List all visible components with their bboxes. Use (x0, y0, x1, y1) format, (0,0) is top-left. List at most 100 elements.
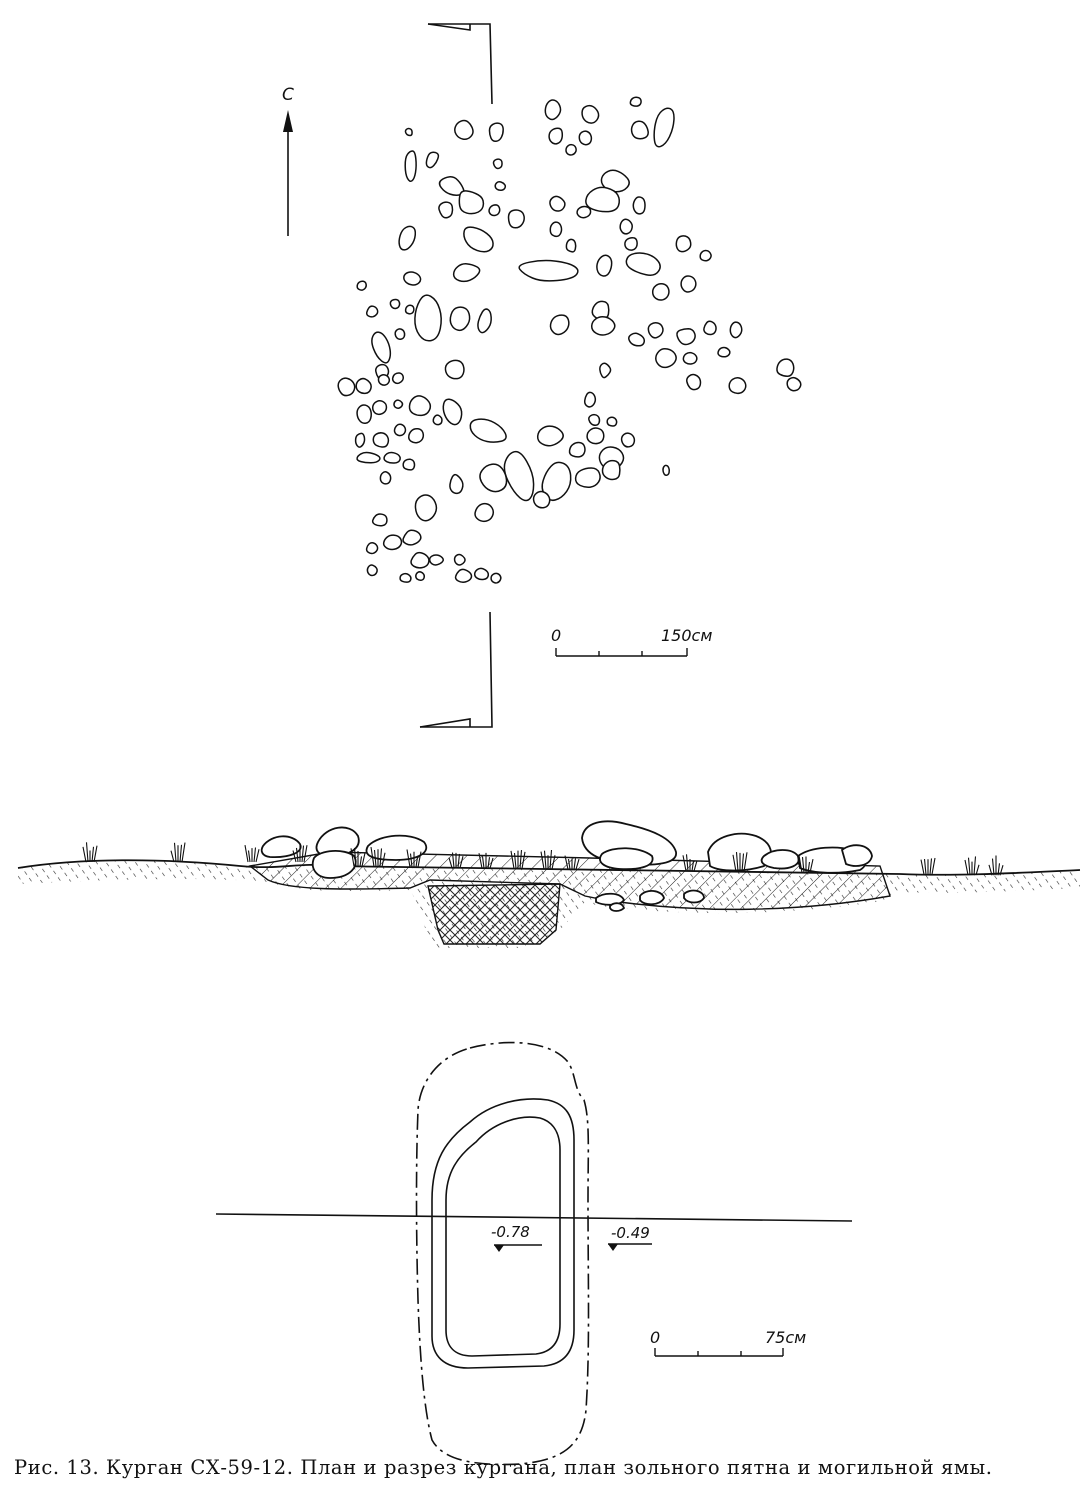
stone (549, 221, 563, 238)
grass-tuft (988, 855, 1004, 876)
section-line (215, 1213, 853, 1222)
stone (532, 490, 551, 509)
stone (492, 158, 503, 170)
stone (393, 423, 407, 437)
stone (407, 427, 425, 444)
pit-outer-line (431, 1098, 575, 1369)
stone (449, 473, 464, 495)
ash-spot-outline (415, 1041, 590, 1466)
stone (536, 425, 564, 447)
stone (490, 572, 502, 584)
stone (565, 238, 577, 253)
stone (377, 374, 391, 386)
grass-tuft (920, 857, 936, 875)
scale-bar-75 (654, 1348, 784, 1357)
scale-bar-150 (555, 648, 688, 657)
stone (565, 143, 577, 156)
stone (372, 432, 390, 448)
grass-tuft (170, 842, 186, 863)
north-label: С (282, 85, 294, 105)
stone (682, 351, 698, 365)
stone (549, 195, 566, 212)
stone (647, 321, 664, 339)
stone (444, 359, 465, 380)
stone (414, 494, 438, 522)
stone (578, 130, 593, 146)
stone (454, 119, 474, 141)
stone (404, 150, 417, 182)
stone (586, 427, 605, 445)
stone (574, 467, 601, 489)
scale-bottom-zero: 0 (650, 1328, 660, 1347)
section-stones (260, 820, 873, 912)
stone (356, 280, 367, 291)
stone (428, 554, 444, 566)
stone (365, 542, 379, 555)
scale-top-end: 150см (661, 626, 712, 645)
stone (680, 275, 697, 293)
stone (399, 572, 412, 583)
stone (503, 450, 535, 502)
stone (398, 225, 417, 251)
section-marker-bottom (419, 611, 493, 728)
grass-tuft (732, 852, 748, 872)
stone (402, 458, 416, 471)
stone (438, 176, 465, 196)
stone (458, 190, 485, 215)
stone (632, 196, 646, 215)
stone (408, 395, 432, 417)
stone (442, 398, 463, 426)
grass-tuft (406, 849, 422, 868)
stone (549, 314, 570, 336)
stone (494, 180, 507, 191)
level-pit-label: -0.78 (491, 1223, 530, 1241)
pit-inner-line (445, 1116, 561, 1357)
stone (675, 235, 692, 253)
kurgan-section (17, 820, 1081, 948)
stone (371, 400, 388, 416)
stone-cluster (337, 96, 802, 584)
grass-tuft (564, 855, 580, 870)
grass-tuft (478, 852, 494, 869)
stone (355, 377, 372, 395)
grass-tuft (292, 844, 308, 863)
stone (676, 327, 696, 346)
stone (425, 151, 440, 169)
stone (653, 107, 675, 148)
stone (601, 459, 621, 481)
grass-tuft (798, 855, 814, 873)
stone (337, 377, 356, 397)
stone (620, 432, 636, 448)
stone (394, 328, 406, 341)
level-mark-outer (608, 1243, 652, 1251)
stone (599, 362, 612, 379)
stone (474, 502, 495, 523)
grave-plan: -0.78 -0.49 0 75см (215, 1041, 853, 1466)
stone (479, 463, 508, 493)
stone (438, 201, 454, 219)
grass-tuft (370, 847, 386, 867)
kurgan-plan: С 0 150см (282, 23, 802, 728)
section-marker-top (427, 23, 493, 105)
stone (356, 451, 381, 464)
stone (403, 271, 422, 286)
stone (404, 127, 413, 137)
stone (354, 432, 366, 448)
stone (699, 249, 712, 262)
level-mark-pit (494, 1244, 542, 1252)
scale-top-zero: 0 (551, 626, 561, 645)
stone (625, 252, 661, 276)
north-arrow-icon (283, 110, 293, 236)
stone (454, 568, 473, 583)
stone (518, 259, 579, 282)
stone (383, 451, 401, 464)
stone (473, 567, 490, 581)
grass-tuft (244, 845, 260, 863)
ground-line (17, 859, 1081, 876)
stone (729, 321, 743, 339)
stone (576, 205, 592, 219)
stone (686, 373, 702, 391)
stone (624, 236, 638, 251)
stone (581, 104, 600, 124)
stone (786, 376, 802, 392)
